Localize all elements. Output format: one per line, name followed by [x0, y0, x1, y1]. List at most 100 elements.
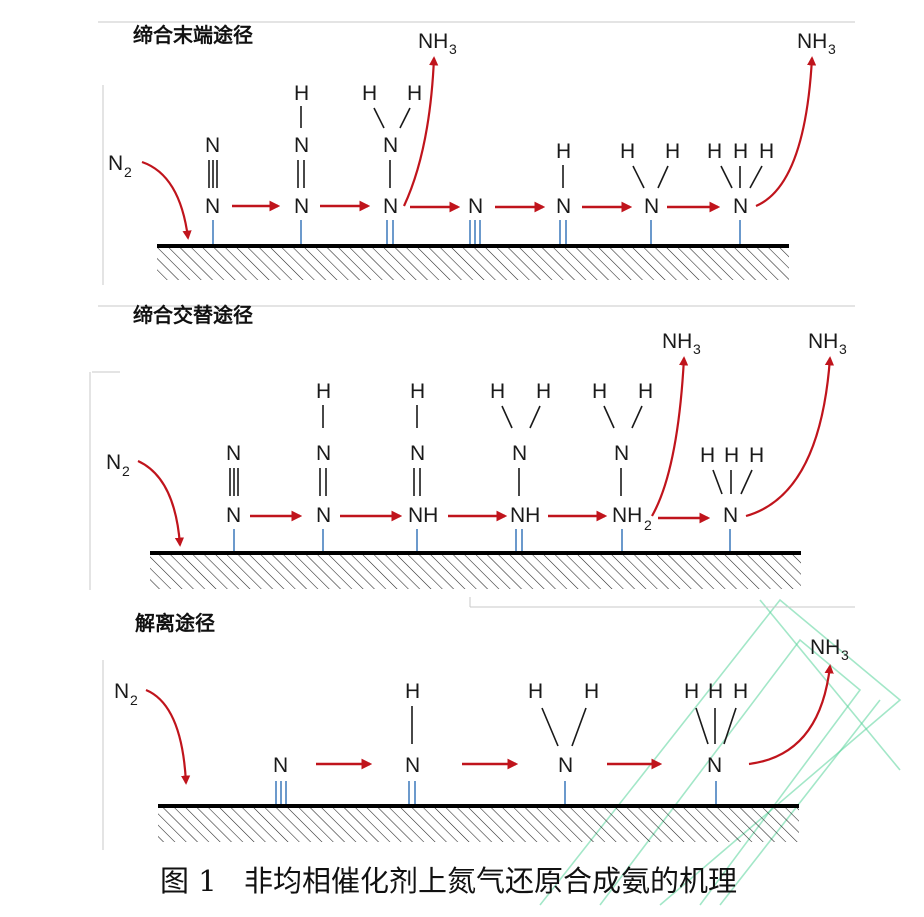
panel-title: 缔合末端途径 — [133, 23, 253, 47]
n2-label: N — [106, 451, 121, 474]
svg-text:H: H — [684, 680, 699, 703]
nh3-release-arrow-1 — [651, 356, 689, 517]
species-n-triple: N — [273, 754, 288, 804]
svg-text:H: H — [294, 82, 309, 105]
svg-text:N: N — [733, 195, 748, 218]
svg-text:H: H — [707, 140, 722, 163]
panel-associative-alternating: 缔合交替途径 N 2 N N H N N H — [106, 303, 847, 589]
svg-text:3: 3 — [839, 341, 847, 357]
svg-text:N: N — [205, 195, 220, 218]
svg-text:H: H — [759, 140, 774, 163]
svg-text:H: H — [592, 380, 607, 403]
svg-text:H: H — [556, 140, 571, 163]
svg-text:N: N — [316, 442, 331, 465]
svg-text:H: H — [620, 140, 635, 163]
species-nh3-adsorbed: H H H N — [684, 680, 748, 804]
figure-caption-text: 非均相催化剂上氮气还原合成氨的机理 — [244, 864, 737, 898]
watermark — [539, 598, 902, 906]
catalyst-surface — [150, 553, 801, 589]
n2-label: N — [114, 680, 129, 703]
svg-text:N: N — [707, 754, 722, 777]
svg-text:N: N — [468, 195, 483, 218]
nh3-release-arrow-1 — [403, 56, 439, 207]
svg-text:H: H — [733, 680, 748, 703]
figure-label: 图 1 — [160, 864, 217, 898]
species-n-triple: N — [468, 195, 483, 244]
n2-adsorption-arrow — [137, 460, 185, 547]
nh3-release-arrow-2 — [755, 56, 817, 208]
n2-subscript: 2 — [122, 463, 130, 479]
svg-text:N: N — [644, 195, 659, 218]
svg-text:NH: NH — [408, 504, 438, 527]
svg-text:H: H — [749, 444, 764, 467]
species-nh2: H H N — [528, 680, 599, 804]
svg-text:H: H — [410, 380, 425, 403]
svg-text:H: H — [638, 380, 653, 403]
svg-text:H: H — [665, 140, 680, 163]
svg-text:H: H — [528, 680, 543, 703]
svg-text:3: 3 — [828, 41, 836, 57]
svg-text:N: N — [405, 754, 420, 777]
svg-text:N: N — [205, 134, 220, 157]
product-nh3: NH — [797, 30, 827, 53]
svg-text:N: N — [383, 195, 398, 218]
svg-text:3: 3 — [841, 647, 849, 663]
panel-title: 解离途径 — [135, 611, 215, 635]
n2-adsorption-arrow — [145, 688, 191, 785]
product-nh3: NH — [662, 330, 692, 353]
catalyst-surface — [157, 246, 789, 280]
svg-text:H: H — [536, 380, 551, 403]
panel-frames — [89, 21, 855, 850]
svg-text:N: N — [294, 134, 309, 157]
nh3-release-arrow-2 — [745, 356, 835, 518]
species-n2h: H N N — [316, 380, 331, 551]
species-h2nnh: H H N NH — [490, 380, 551, 551]
svg-text:H: H — [490, 380, 505, 403]
species-n2h: H N N — [294, 82, 309, 244]
product-nh3: NH — [810, 636, 840, 659]
svg-text:N: N — [558, 754, 573, 777]
figure-caption: 图 1 非均相催化剂上氮气还原合成氨的机理 — [160, 864, 737, 898]
svg-text:2: 2 — [644, 517, 652, 533]
nh3-release-arrow — [748, 664, 834, 766]
svg-text:H: H — [700, 444, 715, 467]
species-nh: H N — [405, 680, 420, 804]
svg-text:H: H — [708, 680, 723, 703]
n2-label: N — [108, 152, 123, 175]
species-n2-adsorbed: N N — [205, 134, 220, 244]
svg-text:NH: NH — [510, 504, 540, 527]
n2-subscript: 2 — [130, 692, 138, 708]
svg-text:H: H — [724, 444, 739, 467]
svg-text:H: H — [407, 82, 422, 105]
species-n2-adsorbed: N N — [226, 442, 241, 551]
svg-text:NH: NH — [612, 504, 642, 527]
panel-dissociative: 解离途径 N 2 N H N H H N — [114, 611, 849, 842]
svg-text:N: N — [226, 442, 241, 465]
svg-text:N: N — [614, 442, 629, 465]
n2-adsorption-arrow — [141, 160, 192, 240]
species-nh2: H H N — [620, 140, 680, 244]
svg-text:H: H — [733, 140, 748, 163]
svg-text:N: N — [723, 504, 738, 527]
svg-text:N: N — [410, 442, 425, 465]
svg-text:H: H — [316, 380, 331, 403]
n2-subscript: 2 — [124, 164, 132, 180]
svg-text:N: N — [294, 195, 309, 218]
svg-text:N: N — [512, 442, 527, 465]
svg-text:3: 3 — [449, 41, 457, 57]
svg-text:N: N — [226, 504, 241, 527]
product-nh3: NH — [808, 330, 838, 353]
svg-text:3: 3 — [693, 341, 701, 357]
panel-title: 缔合交替途径 — [133, 303, 253, 327]
species-n2h2: H H N N — [362, 82, 422, 244]
svg-text:N: N — [556, 195, 571, 218]
catalyst-surface — [158, 806, 799, 842]
species-nh: H N — [556, 140, 571, 244]
svg-text:N: N — [383, 134, 398, 157]
svg-text:H: H — [405, 680, 420, 703]
svg-text:H: H — [584, 680, 599, 703]
species-h2nnh2: H H N NH 2 — [592, 380, 653, 551]
species-nh3-adsorbed: H H H N — [707, 140, 774, 244]
species-hnnh: H N NH — [408, 380, 438, 551]
